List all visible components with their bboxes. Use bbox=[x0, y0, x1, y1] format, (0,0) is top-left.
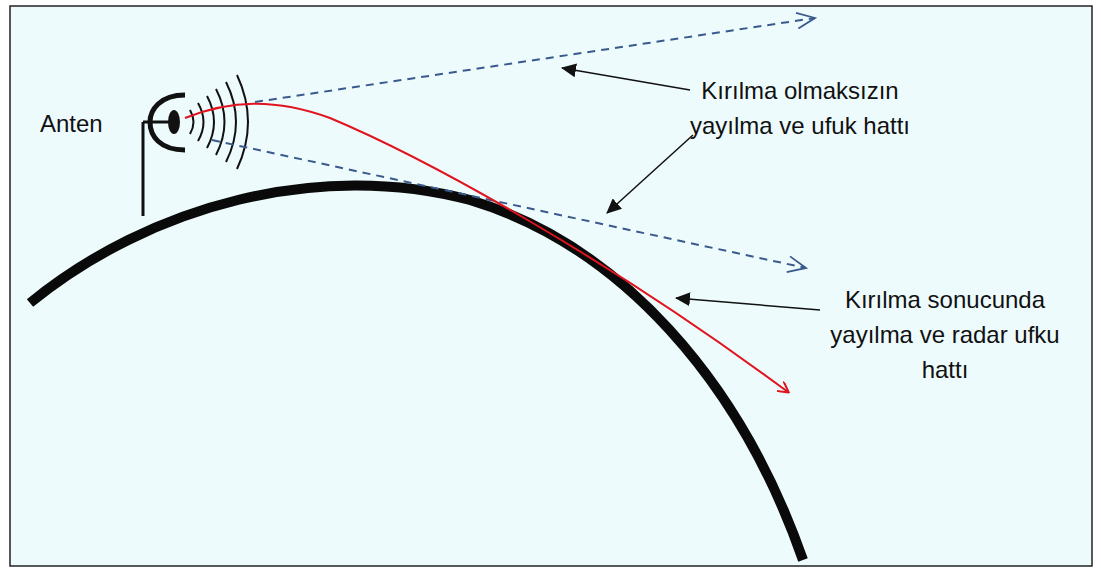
horizon-line bbox=[212, 140, 806, 268]
radio-waves bbox=[190, 75, 248, 169]
leader-line bbox=[676, 298, 820, 310]
leader-line bbox=[562, 68, 690, 90]
callout-label: Kırılma olmaksızın yayılma ve ufuk hattı bbox=[660, 73, 940, 143]
callout-label: Kırılma sonucunda yayılma ve radar ufku … bbox=[825, 282, 1065, 387]
leader-line bbox=[607, 135, 693, 213]
antenna-label: Anten bbox=[40, 106, 120, 141]
earth-surface bbox=[30, 185, 803, 560]
frame bbox=[10, 6, 1092, 566]
refracted-ray bbox=[185, 104, 788, 392]
antenna-dish bbox=[150, 95, 185, 150]
antenna-mast bbox=[142, 122, 145, 216]
antenna-arm bbox=[143, 121, 172, 124]
antenna-feed bbox=[168, 110, 180, 134]
